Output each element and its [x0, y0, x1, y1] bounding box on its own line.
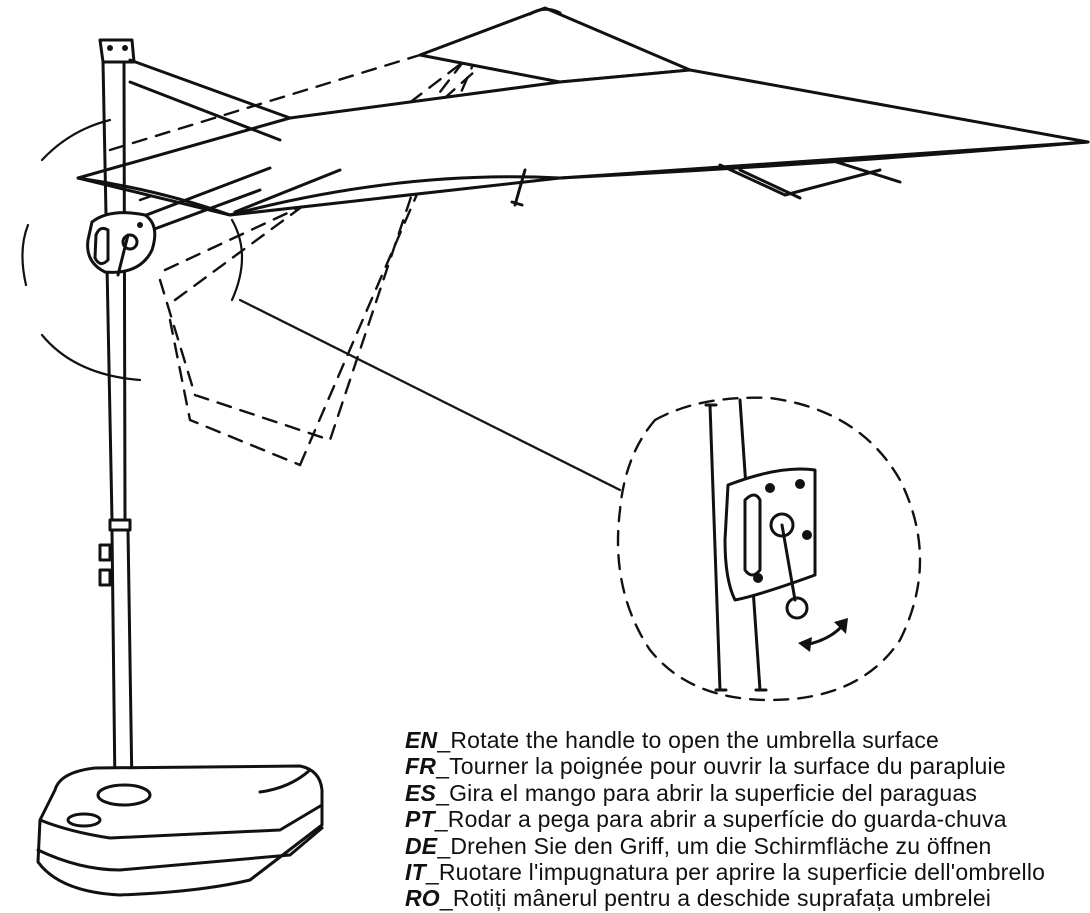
lang-sep: _: [436, 753, 450, 780]
hinge-motion-arcs: [21, 118, 244, 382]
lang-sep: _: [434, 806, 448, 833]
instruction-text: Rodar a pega para abrir a superfície do …: [447, 806, 1007, 833]
lang-sep: _: [439, 885, 453, 912]
instruction-text: Rotate the handle to open the umbrella s…: [450, 727, 940, 753]
lang-code: ES: [405, 779, 437, 806]
lang-sep: _: [436, 779, 450, 806]
instruction-text: Gira el mango para abrir la superficie d…: [449, 779, 978, 806]
umbrella-canopy: [76, 68, 1090, 217]
instruction-it: IT_Ruotare l'impugnatura per aprire la s…: [405, 859, 1090, 885]
umbrella-pole: [98, 38, 136, 792]
instruction-fr: FR_Tourner la poignée pour ouvrir la sur…: [405, 753, 1090, 779]
lang-code: FR: [405, 753, 437, 780]
crank-box: [86, 211, 157, 277]
canopy-top-cap: [418, 6, 692, 84]
instruction-text: Drehen Sie den Griff, um die Schirmfläch…: [450, 832, 992, 859]
lang-code: EN: [405, 727, 438, 753]
lang-code: PT: [405, 806, 435, 833]
crank-handle-detail: [704, 398, 817, 692]
instructions-block: EN_Rotate the handle to open the umbrell…: [405, 727, 1090, 913]
detail-pointer-line: [238, 298, 622, 492]
instruction-text: Rotiți mânerul pentru a deschide suprafa…: [452, 885, 992, 912]
lang-sep: _: [425, 859, 439, 886]
detail-circle: [616, 396, 922, 702]
instruction-pt: PT_Rodar a pega para abrir a superfície …: [405, 806, 1090, 832]
instruction-de: DE_Drehen Sie den Griff, um die Schirmfl…: [405, 833, 1090, 859]
lang-sep: _: [437, 832, 451, 859]
lang-code: DE: [405, 832, 438, 859]
lang-sep: _: [437, 727, 451, 753]
instruction-text: Tourner la poignée pour ouvrir la surfac…: [449, 753, 1006, 780]
instruction-es: ES_Gira el mango para abrir la superfici…: [405, 780, 1090, 806]
lang-code: IT: [405, 859, 426, 886]
instruction-ro: RO_Rotiți mânerul pentru a deschide supr…: [405, 885, 1090, 911]
rotate-arrow-icon: [798, 618, 848, 652]
instruction-text: Ruotare l'impugnatura per aprire la supe…: [438, 859, 1046, 886]
instruction-en: EN_Rotate the handle to open the umbrell…: [405, 727, 1090, 753]
umbrella-base: [36, 764, 324, 897]
lang-code: RO: [405, 885, 440, 912]
